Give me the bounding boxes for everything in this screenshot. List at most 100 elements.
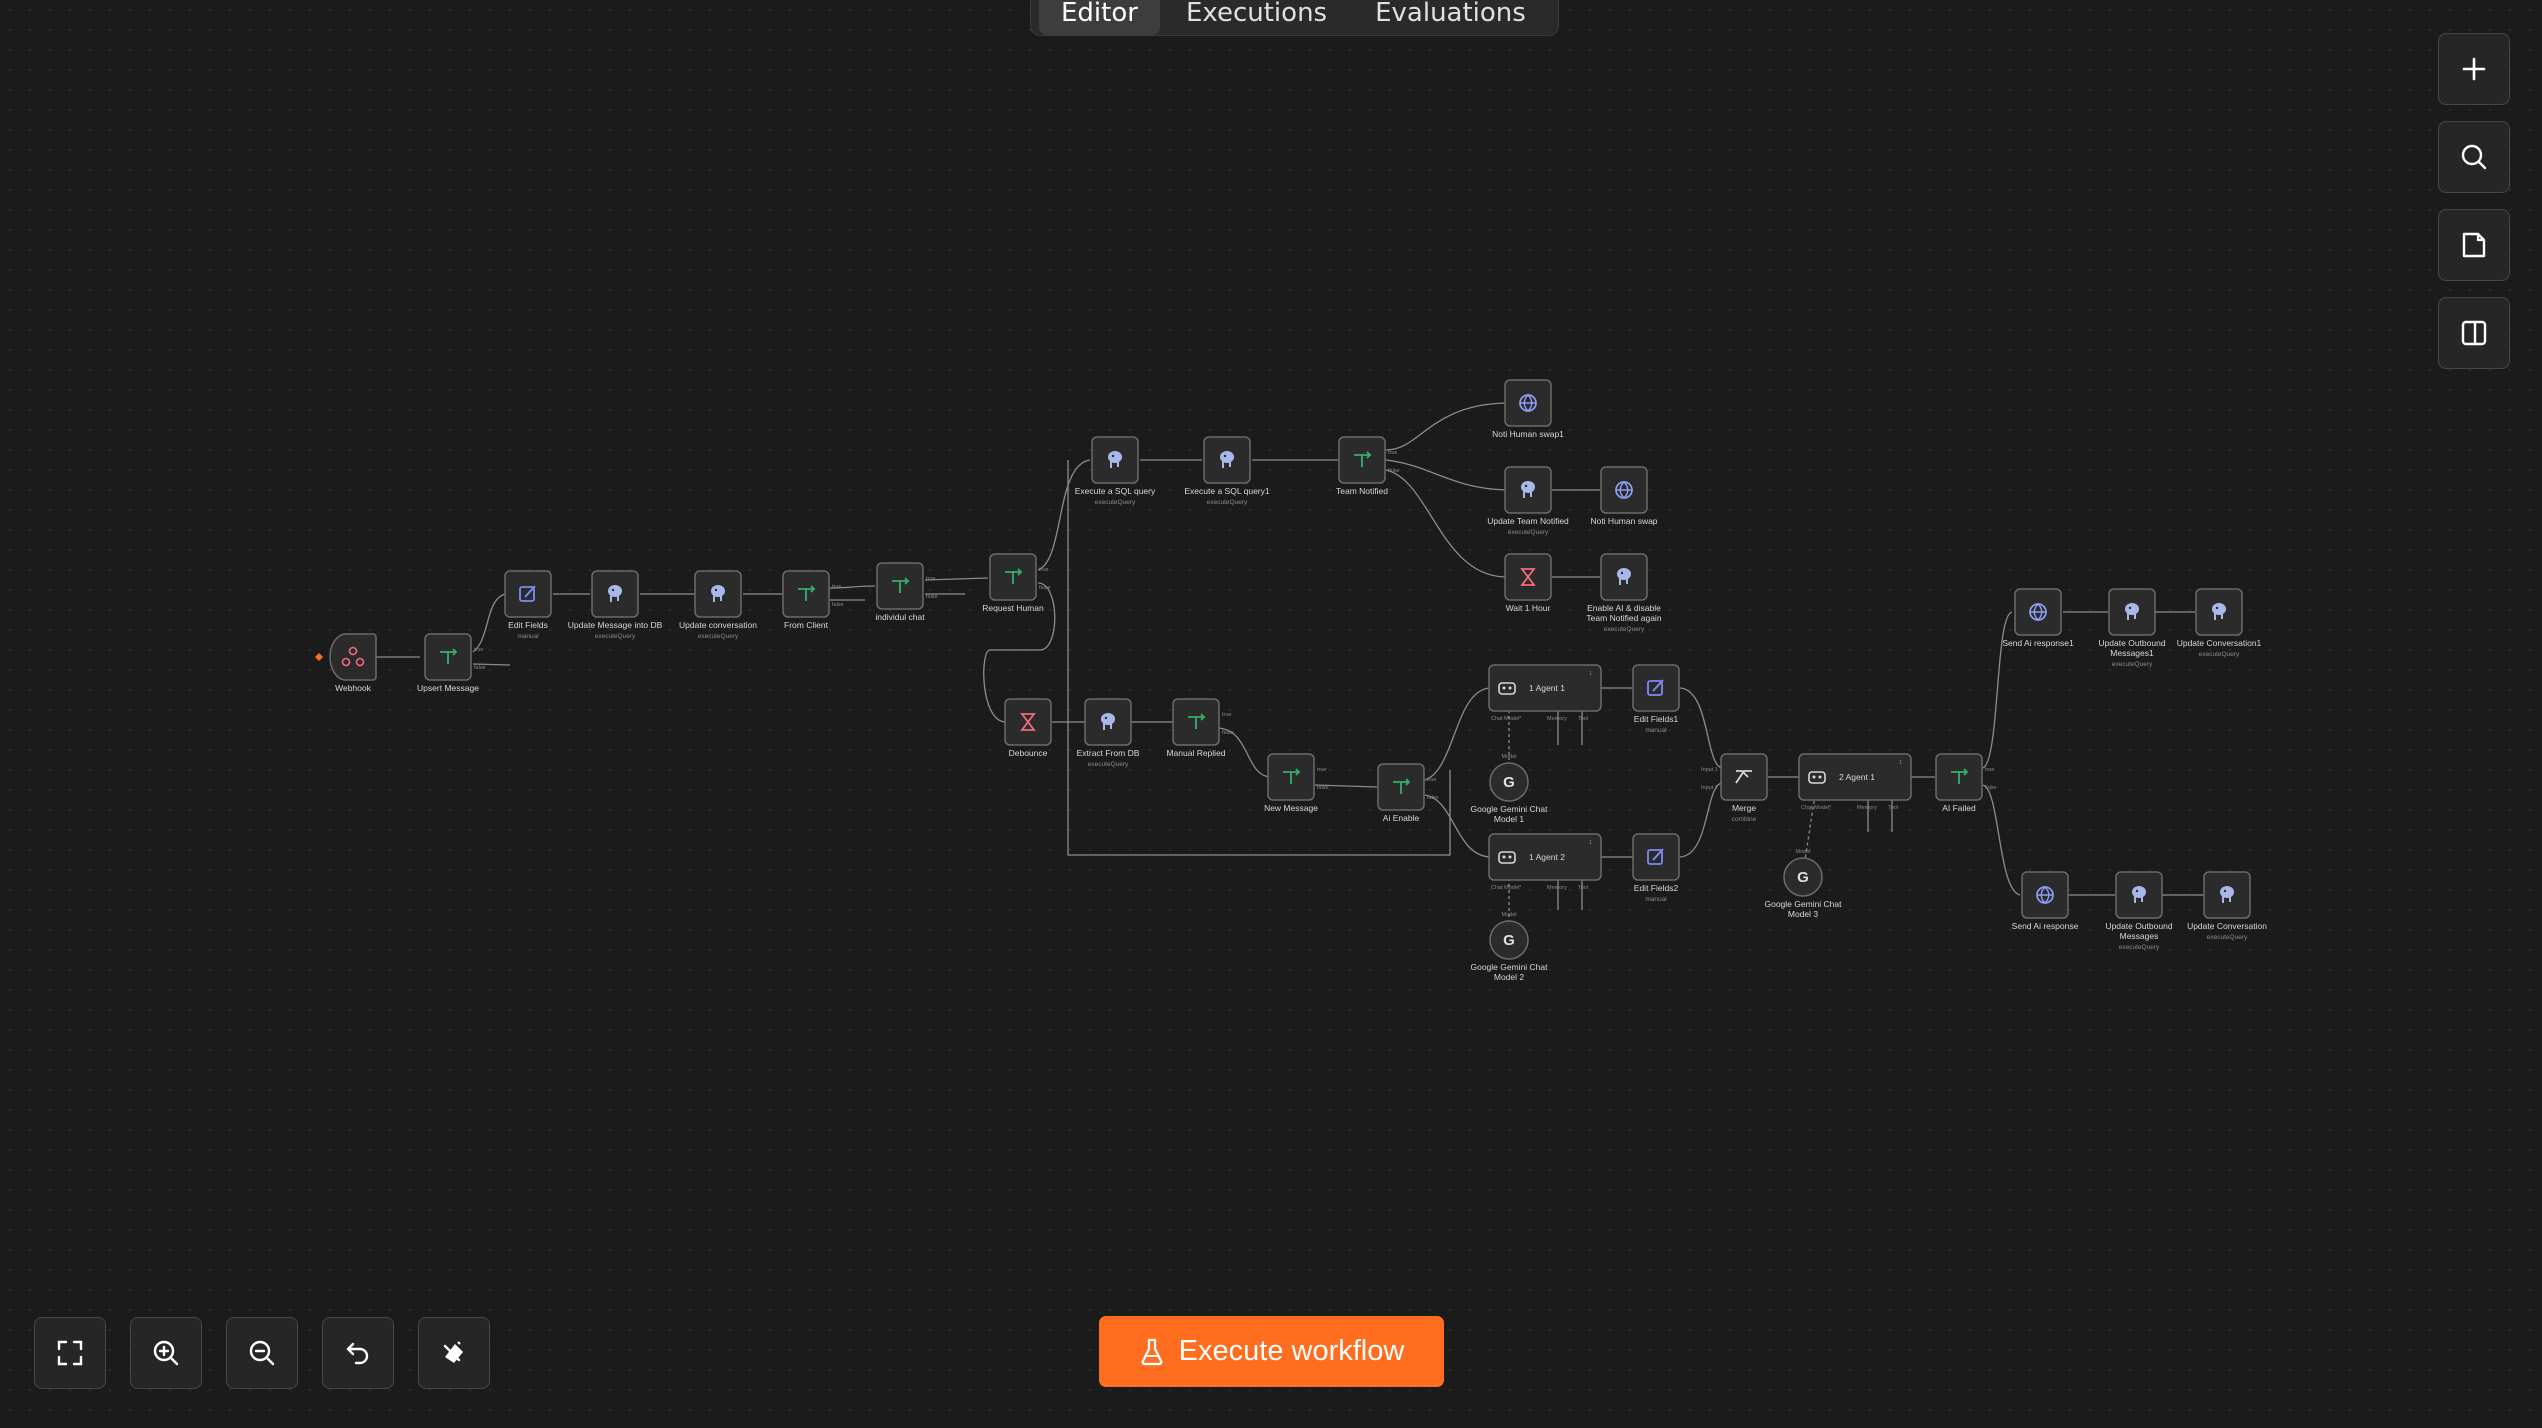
node-label: Update Team Notified: [1487, 516, 1569, 526]
branch-icon: [440, 648, 458, 664]
node-sendai[interactable]: Send Ai response: [2012, 871, 2079, 931]
node-label: Model 1: [1494, 814, 1525, 824]
port-false: false: [1039, 585, 1051, 591]
node-subtitle: executeQuery: [2119, 944, 2160, 951]
google-icon: G: [1503, 774, 1515, 791]
node-badge: 1: [1589, 671, 1592, 677]
node-wait[interactable]: Wait 1 Hour: [1504, 553, 1552, 613]
node-label: Messages: [2120, 931, 2159, 941]
node-notihs[interactable]: Noti Human swap: [1590, 466, 1658, 526]
node-webhook[interactable]: Webhook: [329, 633, 377, 693]
tab-evaluations[interactable]: Evaluations: [1375, 0, 1526, 28]
port-false: false: [1222, 730, 1234, 736]
undo-icon: [346, 1342, 369, 1365]
node-badge: 1: [1899, 760, 1902, 766]
node-label: Wait 1 Hour: [1506, 603, 1551, 613]
search-nodes-button[interactable]: [2438, 121, 2510, 193]
clear-execution-button[interactable]: [418, 1317, 490, 1389]
port-true: true: [1427, 777, 1436, 783]
node-badge: 1: [1589, 840, 1592, 846]
port-true: true: [474, 647, 483, 653]
port-false: false: [1985, 785, 1997, 791]
node-label: individul chat: [875, 612, 925, 622]
sticky-note-icon: [2462, 232, 2486, 258]
globe-icon: [1615, 481, 1633, 499]
edit-pencil-icon: [519, 585, 536, 602]
postgres-icon: [2132, 886, 2146, 903]
globe-icon: [2036, 886, 2054, 904]
zoom-in-button[interactable]: [130, 1317, 202, 1389]
fit-view-button[interactable]: [34, 1317, 106, 1389]
port-false: false: [1317, 785, 1329, 791]
node-subtitle: executeQuery: [2199, 651, 2240, 658]
node-debounce[interactable]: Debounce: [1004, 698, 1052, 758]
add-node-button[interactable]: [2438, 33, 2510, 105]
robot-icon: [1498, 682, 1516, 695]
node-subtitle: combine: [1732, 816, 1757, 823]
tab-executions[interactable]: Executions: [1185, 0, 1328, 28]
port-false: false: [926, 594, 938, 600]
port-false: false: [832, 602, 844, 608]
node-label: Update Outbound: [2098, 638, 2165, 648]
node-label: Extract From DB: [1077, 748, 1140, 758]
port-model: Model: [1502, 912, 1517, 918]
add-sticky-note-button[interactable]: [2438, 209, 2510, 281]
fit-view-icon: [57, 1340, 83, 1366]
node-sendai1[interactable]: Send Ai response1: [2002, 588, 2074, 648]
branch-icon: [892, 577, 910, 593]
node-label: Send Ai response: [2012, 921, 2079, 931]
node-ef1[interactable]: Edit Fields1 manual: [1632, 664, 1680, 734]
tab-editor[interactable]: Editor: [1039, 0, 1160, 35]
toggle-panel-button[interactable]: [2438, 297, 2510, 369]
port-true: true: [1985, 767, 1994, 773]
execute-workflow-button[interactable]: Execute workflow: [1099, 1316, 1444, 1387]
zoom-out-button[interactable]: [226, 1317, 298, 1389]
connections: [373, 402, 2204, 925]
node-label: Edit Fields1: [1634, 714, 1679, 724]
undo-button[interactable]: [322, 1317, 394, 1389]
branch-icon: [798, 585, 816, 601]
node-subtitle: manual: [1645, 727, 1667, 734]
node-notihs1[interactable]: Noti Human swap1: [1492, 379, 1564, 439]
node-label: Execute a SQL query1: [1184, 486, 1269, 496]
port-memory: Memory: [1547, 885, 1567, 891]
port-input-1: Input 1: [1701, 767, 1718, 773]
node-label: Send Ai response1: [2002, 638, 2074, 648]
branch-icon: [1188, 713, 1206, 729]
view-tabs: Editor Executions Evaluations: [1030, 0, 1559, 36]
node-label: Request Human: [982, 603, 1044, 613]
trigger-marker-icon: [315, 653, 323, 661]
postgres-icon: [1617, 568, 1631, 585]
